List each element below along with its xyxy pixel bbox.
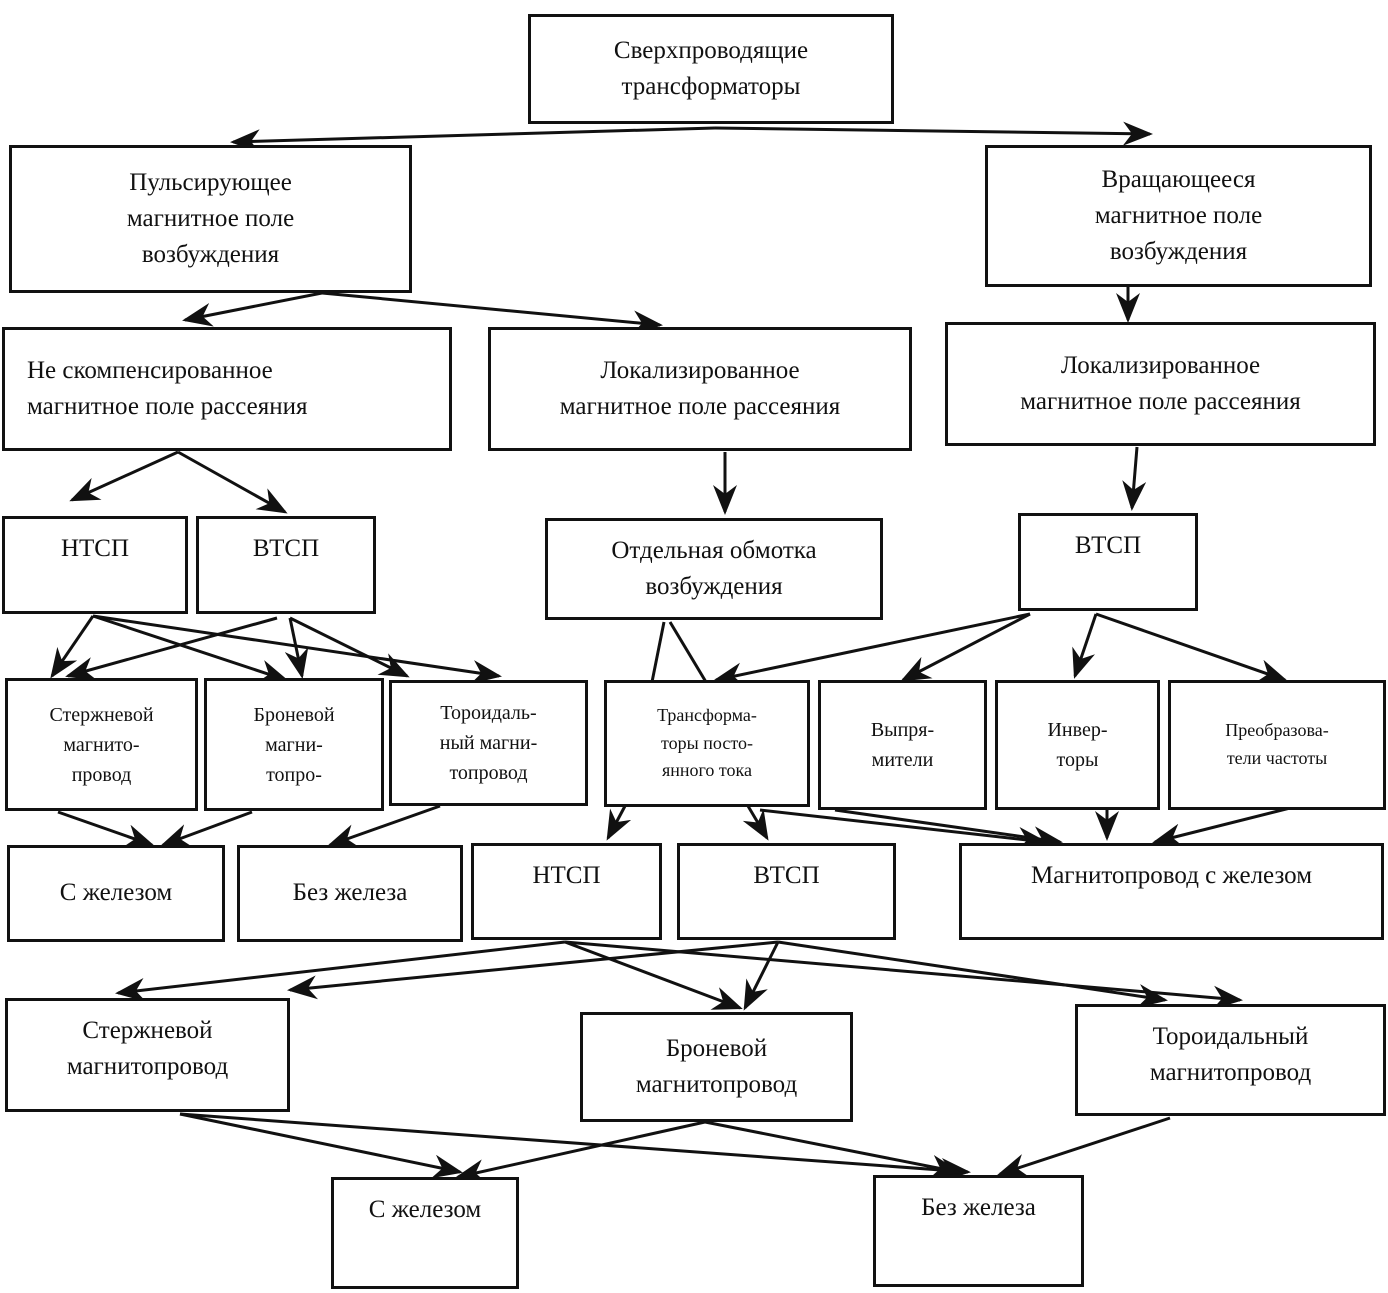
node-vtsp-b: ВТСП [1018,513,1198,611]
node-with-iron-a: С железом [7,845,225,942]
node-rod-core-b: Стержневой магнитопровод [5,998,290,1112]
node-ntsp-a: НТСП [2,516,188,614]
arrow-connector-17 [713,612,1031,687]
arrow-connector-8 [1122,446,1147,511]
node-armor-core-a: Броневой магни- топро- [204,678,384,811]
node-without-iron-b: Без железа [873,1175,1084,1287]
node-superconducting-transformers: Сверхпроводящие трансформаторы [528,14,894,124]
arrow-connector-31 [564,940,743,1010]
arrow-connector-12 [65,616,278,681]
node-core-with-iron: Магнитопровод с железом [959,843,1384,940]
node-rotating-field: Вращающееся магнитное поле возбуждения [985,145,1372,287]
node-dc-transformers: Трансформа- торы посто- янного тока [604,680,810,807]
node-frequency-converters: Преобразова- тели частоты [1168,680,1386,810]
arrow-connector-10 [92,614,289,683]
arrow-connector-9 [50,615,95,679]
arrow-connector-21 [57,810,155,848]
arrow-connector-37 [179,1112,971,1182]
node-localized-stray-field-a: Локализированное магнитное поле рассеяни… [488,327,912,451]
node-inverters: Инвер- торы [995,680,1160,810]
arrow-connector-29 [1152,806,1291,848]
node-armor-core-b: Броневой магнитопровод [580,1012,853,1122]
node-localized-stray-field-b: Локализированное магнитное поле рассеяни… [945,322,1376,446]
node-rectifiers: Выпря- мители [818,680,987,810]
node-without-iron-a: Без железа [237,845,463,942]
node-separate-excitation-winding: Отдельная обмотка возбуждения [545,518,883,620]
node-vtsp-a: ВТСП [196,516,376,614]
arrow-connector-24 [606,805,632,841]
arrow-connector-5 [69,450,179,502]
arrow-connector-25 [742,805,769,841]
arrow-connector-20 [1095,612,1288,683]
arrow-connector-34 [287,940,779,1000]
arrow-connector-14 [289,616,410,678]
arrow-connector-2 [182,291,323,327]
node-rod-core-a: Стержневой магнито- провод [5,678,198,811]
arrow-connector-30 [115,940,566,1002]
arrow-connector-19 [1072,613,1098,679]
arrow-connector-0 [230,126,716,154]
arrow-connector-26 [759,808,1048,851]
line-connector-15 [650,621,666,683]
arrow-connector-3 [321,291,663,335]
node-toroidal-core-b: Тороидальный магнитопровод [1075,1004,1386,1116]
line-connector-16 [668,621,708,683]
node-pulsating-field: Пульсирующее магнитное поле возбуждения [9,145,412,293]
arrow-connector-1 [714,121,1153,146]
node-with-iron-b: С железом [331,1177,519,1289]
arrow-connector-27 [834,808,1063,851]
arrow-connector-18 [900,612,1031,682]
arrow-connector-6 [177,450,288,514]
arrow-connector-36 [179,1112,463,1179]
arrow-connector-39 [704,1120,961,1179]
node-vtsp-c: ВТСП [677,843,896,940]
arrow-connector-23 [327,804,441,848]
arrow-connector-40 [997,1116,1171,1177]
arrow-connector-32 [564,940,1243,1010]
arrow-connector-22 [160,810,253,847]
node-toroidal-core-a: Тороидаль- ный магни- топровод [389,680,588,806]
arrow-connector-38 [455,1120,706,1183]
arrow-connector-13 [284,617,309,679]
arrow-connector-33 [743,941,780,1011]
node-uncompensated-stray-field: Не скомпенсированное магнитное поле расс… [2,327,452,451]
node-ntsp-b: НТСП [471,843,662,940]
arrow-connector-35 [777,940,1168,1008]
